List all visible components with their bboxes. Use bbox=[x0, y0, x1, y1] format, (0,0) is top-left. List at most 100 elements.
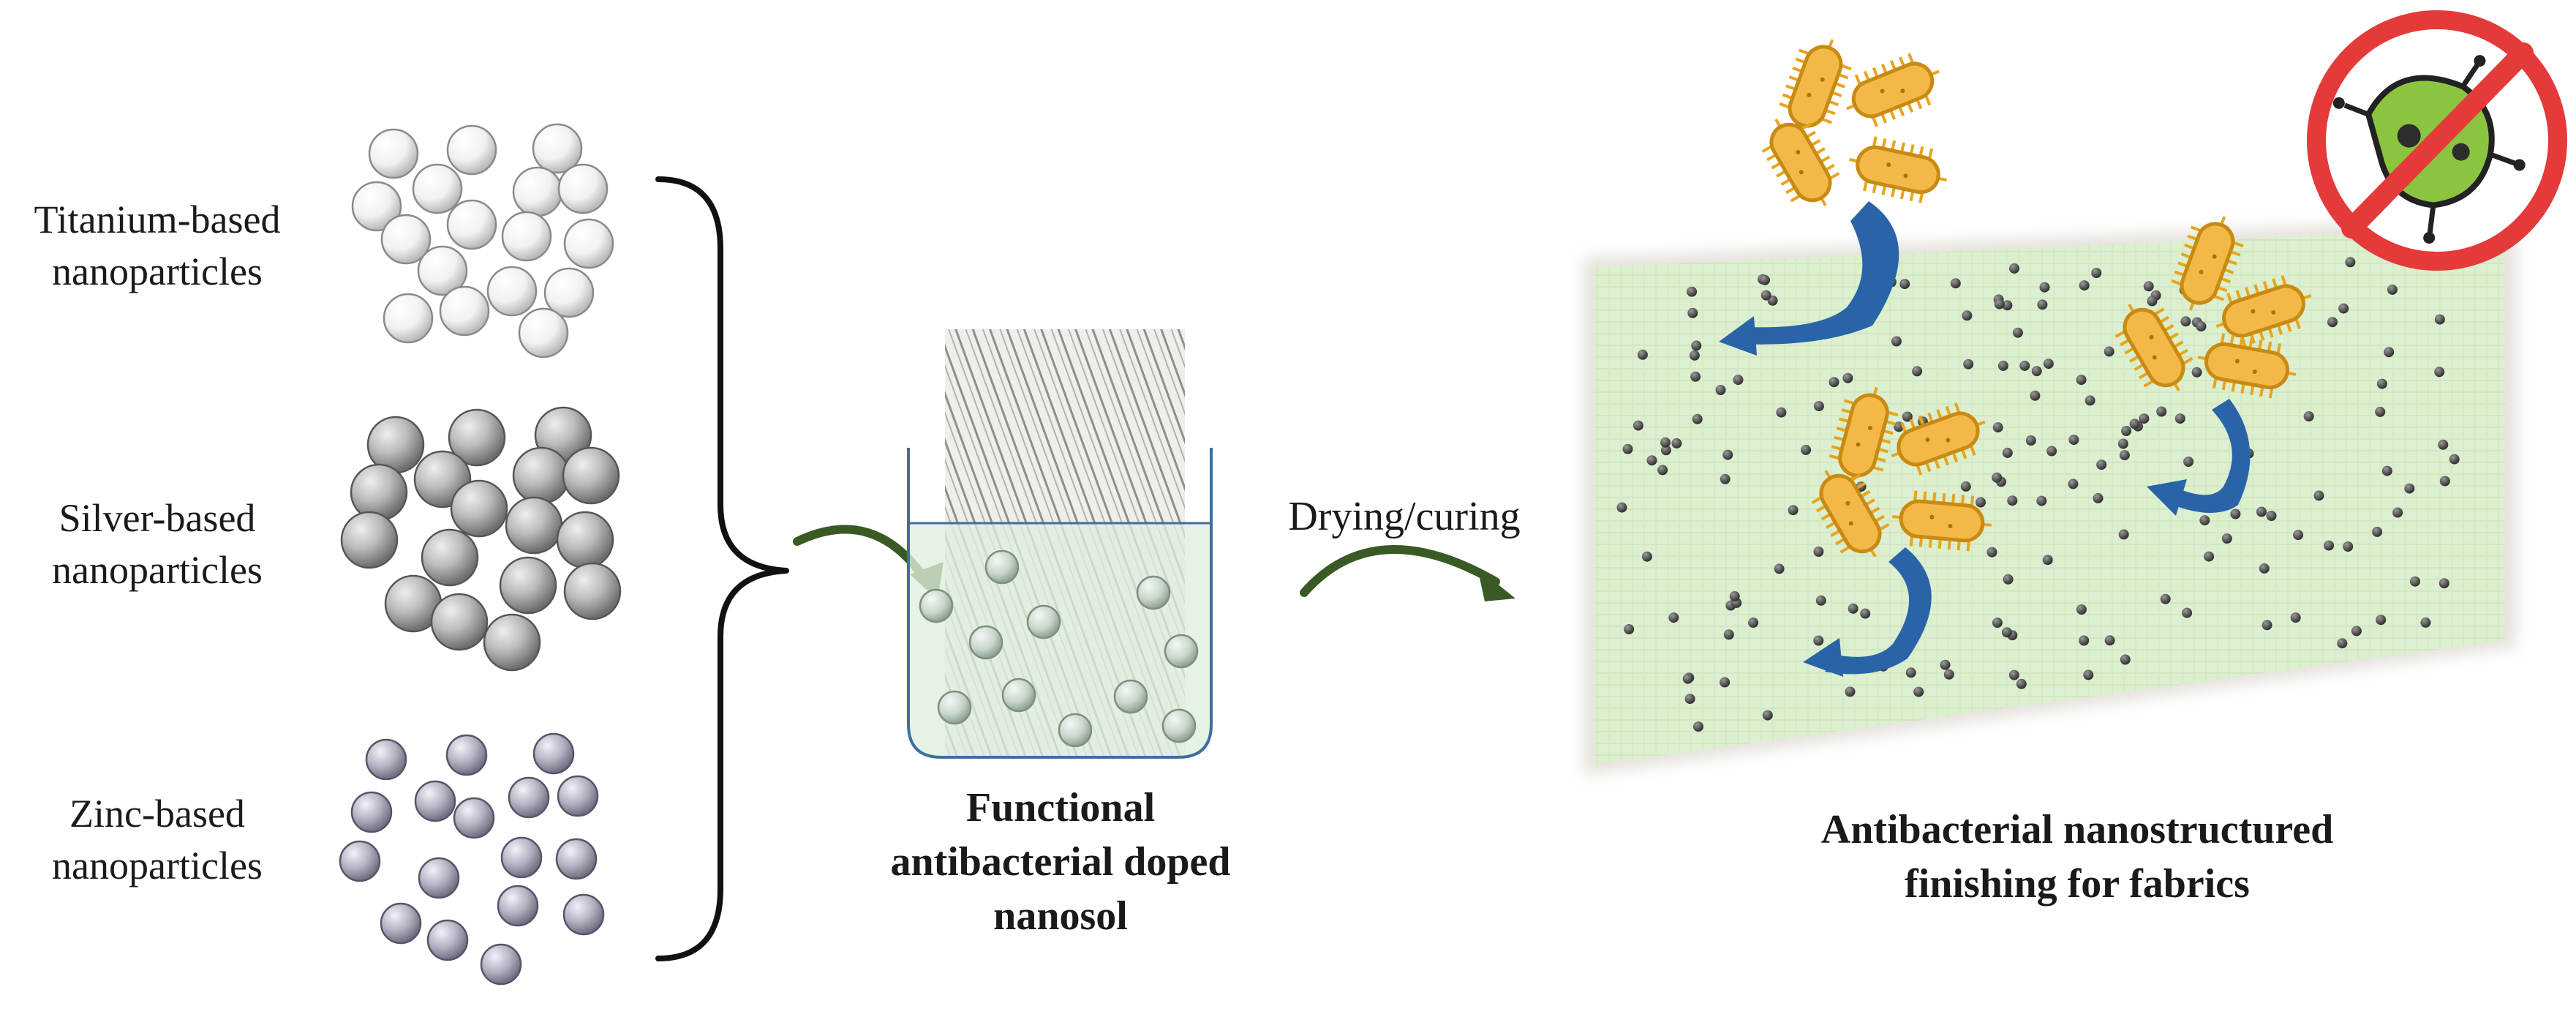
titanium-particle-icon bbox=[501, 211, 552, 262]
no-bacteria-icon bbox=[2307, 10, 2567, 271]
nanoparticle-dot bbox=[1963, 359, 1974, 369]
silver-label-line2: nanoparticles bbox=[52, 548, 263, 593]
nanoparticle-dot bbox=[1671, 438, 1682, 449]
bacteria-icon bbox=[1846, 53, 1940, 127]
silver-particle-icon bbox=[350, 463, 408, 522]
silver-particle-icon bbox=[430, 593, 489, 651]
zinc-particle-icon bbox=[562, 893, 605, 936]
nanoparticle-dot bbox=[1788, 505, 1799, 516]
nanoparticle-dot bbox=[1950, 278, 1961, 289]
silver-particle-icon bbox=[421, 528, 479, 587]
nanoparticle-dot bbox=[2230, 508, 2241, 519]
nanoparticle-dot bbox=[2174, 413, 2185, 424]
nanoparticle-dot bbox=[2039, 282, 2050, 293]
bacteria-icon bbox=[1761, 119, 1840, 206]
nanoparticle-dot bbox=[2120, 654, 2131, 665]
titanium-particle-icon bbox=[351, 181, 402, 232]
nanoparticle-dot bbox=[2096, 459, 2107, 470]
nanoparticle-dot bbox=[1905, 667, 1916, 678]
curved-arrow-icon bbox=[1719, 201, 1899, 356]
titanium-particle-icon bbox=[518, 307, 569, 359]
result-label-line1: Antibacterial nanostructured bbox=[1820, 807, 2334, 852]
nanoparticle-dot bbox=[1842, 372, 1853, 383]
nanoparticle-dot bbox=[2191, 367, 2202, 378]
zinc-particle-icon bbox=[380, 902, 422, 945]
nanoparticle-dot bbox=[2434, 367, 2445, 378]
nanoparticle-dot bbox=[2079, 635, 2090, 646]
nanoparticle-dot bbox=[2438, 439, 2449, 450]
nanoparticle-dot bbox=[2303, 411, 2314, 421]
nanoparticle-dot bbox=[1992, 472, 2003, 483]
nanoparticle-dot bbox=[1776, 407, 1787, 418]
titanium-particle-icon bbox=[446, 124, 497, 176]
nanoparticle-dot bbox=[1815, 595, 1826, 606]
nanoparticle-dot bbox=[1690, 371, 1701, 382]
nanoparticle-dot bbox=[1622, 443, 1633, 454]
nanoparticle-dot bbox=[2327, 317, 2338, 328]
nanoparticle-dot bbox=[2084, 395, 2095, 406]
titanium-particle-icon bbox=[543, 267, 595, 318]
silver-particle-icon bbox=[448, 408, 506, 467]
nanoparticle-dot bbox=[2259, 563, 2270, 574]
silver-label: Silver-based nanoparticles bbox=[0, 492, 329, 597]
silver-particle-icon bbox=[483, 613, 541, 672]
bacteria-group bbox=[1761, 39, 2312, 558]
nanosol-particle-icon bbox=[919, 588, 954, 623]
nanoparticle-dot bbox=[1692, 413, 1703, 424]
nanoparticle-dot bbox=[1902, 411, 1913, 422]
nanoparticle-dot bbox=[1624, 624, 1635, 634]
titanium-label: Titanium-based nanoparticles bbox=[0, 194, 329, 299]
zinc-particle-icon bbox=[426, 919, 469, 961]
nanoparticle-dot bbox=[2381, 465, 2392, 476]
nanosol-particle-icon bbox=[1136, 575, 1171, 610]
nanoparticle-dot bbox=[1616, 502, 1627, 513]
nanoparticle-dot bbox=[1774, 563, 1785, 574]
nanoparticle-dot bbox=[2002, 447, 2013, 458]
nanoparticle-dot bbox=[2076, 375, 2087, 386]
nanoparticle-dot bbox=[1720, 473, 1730, 484]
nanoparticle-dot bbox=[2036, 495, 2047, 506]
nanoparticle-dot bbox=[1813, 635, 1824, 646]
nanoparticle-dot bbox=[1687, 307, 1698, 318]
nanoparticle-dot bbox=[2147, 296, 2158, 307]
zinc-particle-icon bbox=[500, 836, 543, 879]
nanosol-particle-icon bbox=[1001, 678, 1036, 713]
bacteria-icon bbox=[1811, 470, 1890, 558]
nanoparticle-dot bbox=[1641, 551, 1652, 562]
process-step-label: Drying/curing bbox=[1288, 494, 1521, 539]
nanoparticle-dot bbox=[2372, 526, 2383, 537]
beaker-icon bbox=[907, 329, 1213, 759]
nanoparticle-dot bbox=[2008, 669, 2019, 680]
silver-particle-icon bbox=[340, 511, 399, 569]
embedded-nanoparticles bbox=[1616, 257, 2460, 732]
nanoparticle-dot bbox=[1733, 375, 1744, 386]
titanium-label-line1: Titanium-based bbox=[34, 198, 281, 241]
nanoparticle-dot bbox=[1748, 618, 1759, 628]
zinc-particle-icon bbox=[508, 776, 550, 819]
nanoparticle-dot bbox=[2019, 360, 2030, 371]
nanoparticle-dot bbox=[2376, 378, 2387, 389]
nanoparticle-dot bbox=[1994, 299, 2005, 309]
zinc-label-line1: Zinc-based bbox=[69, 792, 245, 836]
nanoparticle-dot bbox=[1899, 279, 1910, 290]
nanoparticle-dot bbox=[2404, 483, 2415, 494]
titanium-nanoparticle-cluster bbox=[351, 123, 614, 359]
nanoparticle-dot bbox=[1637, 349, 1648, 360]
nanoparticle-dot bbox=[1682, 673, 1693, 684]
nanoparticle-dot bbox=[2091, 268, 2102, 278]
zinc-particle-icon bbox=[453, 797, 495, 839]
nanoparticle-dot bbox=[2156, 406, 2167, 417]
nanoparticle-dot bbox=[1668, 612, 1679, 623]
nanoparticle-dot bbox=[1760, 274, 1770, 285]
titanium-particle-icon bbox=[532, 123, 583, 174]
nanoparticle-dot bbox=[2204, 551, 2215, 562]
nanoparticle-dot bbox=[1940, 659, 1951, 670]
nanoparticle-dot bbox=[2068, 435, 2079, 446]
zinc-particle-icon bbox=[339, 840, 381, 882]
nanoparticle-dot bbox=[2037, 299, 2048, 310]
nanoparticle-dot bbox=[1829, 377, 1839, 388]
nanoparticle-dot bbox=[1646, 455, 1657, 466]
nanoparticle-dot bbox=[2266, 511, 2277, 521]
zinc-particle-icon bbox=[418, 857, 460, 899]
